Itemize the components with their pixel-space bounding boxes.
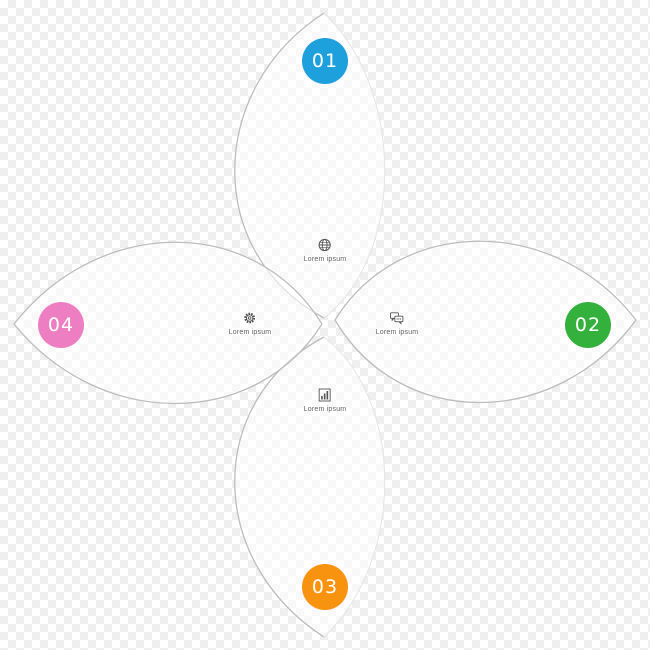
step-02-badge: 02 [565, 302, 611, 348]
petal-01 [234, 13, 385, 318]
step-04-badge: 04 [38, 302, 84, 348]
globe-icon [318, 238, 332, 252]
gear-icon [244, 312, 256, 324]
step-03-label: Lorem ipsum [303, 406, 347, 413]
petal-03 [234, 337, 385, 637]
step-04-item: Lorem ipsum [229, 311, 272, 336]
step-03-item: Lorem ipsum [304, 388, 347, 413]
step-03-badge: 03 [302, 564, 348, 610]
step-02-item: Lorem ipsum [376, 311, 419, 336]
petal-02 [335, 241, 636, 403]
chat-bubbles-icon [390, 312, 404, 325]
step-01-label: Lorem ipsum [303, 256, 347, 263]
step-04-label: Lorem ipsum [228, 329, 272, 336]
step-01-badge: 01 [302, 38, 348, 84]
step-02-label: Lorem ipsum [375, 329, 419, 336]
petal-04 [14, 242, 322, 404]
step-01-item: Lorem ipsum [304, 238, 347, 263]
bar-chart-icon [319, 388, 331, 402]
